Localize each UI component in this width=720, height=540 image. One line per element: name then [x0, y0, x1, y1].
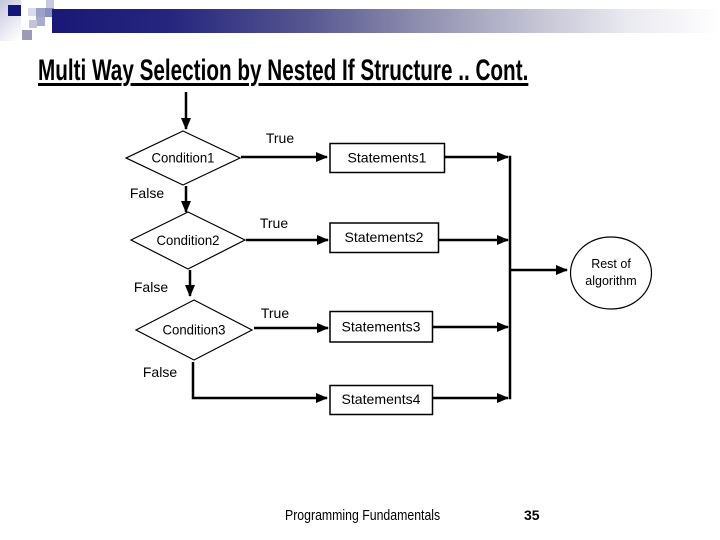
statements4-label: Statements4 [342, 391, 421, 407]
header-decoration [0, 0, 720, 48]
condition1-diamond [124, 130, 242, 186]
deco-square [36, 17, 45, 26]
statements2-label: Statements2 [345, 229, 424, 245]
condition2-label: Condition2 [157, 232, 220, 248]
header-gradient-bar [52, 9, 720, 33]
condition1-label: Condition1 [152, 150, 215, 166]
deco-square [36, 8, 45, 17]
deco-square [46, 0, 54, 8]
true-label-1: True [266, 130, 294, 146]
deco-navy-square [8, 5, 21, 16]
condition3-label: Condition3 [163, 322, 226, 338]
statements1-label: Statements1 [348, 150, 427, 166]
statements4-box [329, 384, 434, 416]
terminal-label-line1: Rest of [591, 257, 631, 271]
false-label-1: False [130, 185, 164, 201]
deco-square [28, 8, 36, 16]
false-arrow-3 [191, 362, 328, 403]
condition3-diamond [134, 299, 254, 361]
false-label-3: False [143, 364, 177, 380]
condition2-diamond [129, 211, 247, 270]
true-label-2: True [260, 215, 288, 231]
slide-title: Multi Way Selection by Nested If Structu… [38, 54, 529, 87]
rest-of-algorithm-circle [569, 236, 653, 310]
statements2-box [329, 222, 440, 254]
deco-square [45, 8, 54, 17]
deco-square [22, 30, 32, 40]
page-number: 35 [524, 507, 540, 523]
deco-square [29, 20, 37, 28]
statements3-box [329, 310, 434, 343]
true-label-3: True [261, 305, 289, 321]
false-label-2: False [134, 279, 168, 295]
statements1-box [329, 142, 446, 174]
terminal-label-line2: algorithm [585, 274, 636, 288]
statements3-label: Statements3 [342, 319, 421, 335]
footer-course-label: Programming Fundamentals [285, 507, 441, 524]
